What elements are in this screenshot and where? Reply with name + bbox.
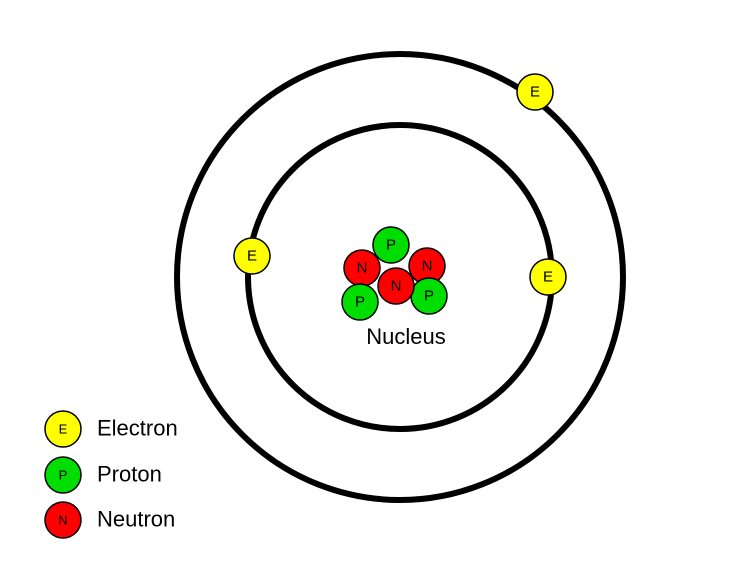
nucleus-neutron: N — [377, 267, 415, 305]
legend-proton-swatch — [44, 456, 82, 494]
neutron-letter: N — [391, 278, 402, 295]
proton-letter: P — [386, 237, 396, 254]
legend-proton-label: Proton — [97, 462, 162, 487]
legend-item-proton: P Proton — [44, 456, 162, 494]
legend-proton-letter: P — [59, 468, 68, 483]
legend-item-electron: E Electron — [44, 410, 178, 448]
proton-letter: P — [424, 288, 434, 305]
nucleus: N N P P P N Nucleus — [341, 226, 448, 349]
legend: E Electron P Proton N Neutron — [44, 410, 178, 539]
nucleus-proton: P — [410, 277, 448, 315]
electron-circle — [233, 237, 271, 275]
nucleus-neutron: N — [343, 249, 381, 287]
proton-letter: P — [355, 294, 365, 311]
electron-circle — [516, 73, 554, 111]
nucleus-label: Nucleus — [366, 324, 445, 349]
proton-circle — [341, 283, 379, 321]
electron-inner-orbit-right: E — [529, 258, 567, 296]
legend-electron-letter: E — [59, 422, 68, 437]
electron-letter: E — [530, 84, 540, 101]
legend-neutron-letter: N — [58, 513, 67, 528]
nucleus-proton: P — [341, 283, 379, 321]
legend-neutron-label: Neutron — [97, 507, 175, 532]
electron-circle — [529, 258, 567, 296]
legend-electron-label: Electron — [97, 416, 178, 441]
electron-outer-orbit: E — [516, 73, 554, 111]
electron-inner-orbit-left: E — [233, 237, 271, 275]
proton-circle — [372, 226, 410, 264]
legend-neutron-swatch — [44, 501, 82, 539]
legend-item-neutron: N Neutron — [44, 501, 175, 539]
legend-electron-swatch — [44, 410, 82, 448]
outer-orbit — [174, 51, 626, 503]
neutron-letter: N — [357, 260, 368, 277]
neutron-letter: N — [422, 258, 433, 275]
electron-letter: E — [247, 248, 257, 265]
neutron-circle — [377, 267, 415, 305]
electron-letter: E — [543, 269, 553, 286]
nucleus-proton: P — [372, 226, 410, 264]
